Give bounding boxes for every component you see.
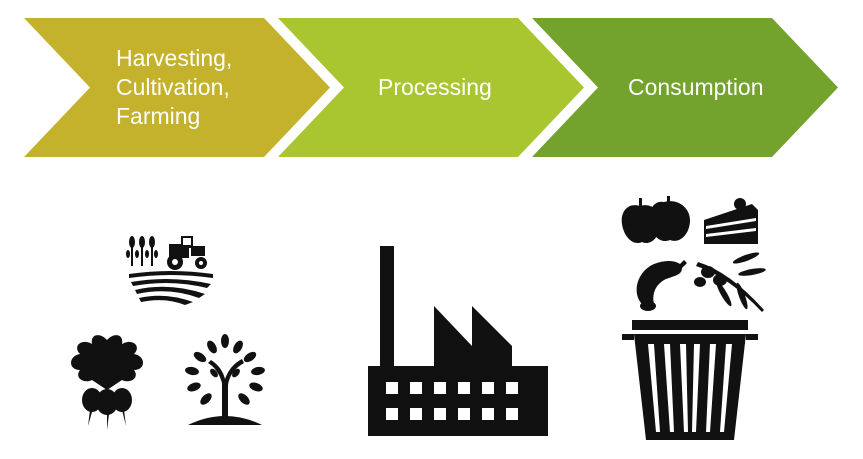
trash-bin-icon — [622, 320, 758, 440]
stage-harvesting-chevron: Harvesting, Cultivation, Farming — [24, 18, 344, 157]
stage-harvesting-label: Harvesting, Cultivation, Farming — [116, 18, 232, 157]
stage-processing-chevron: Processing — [278, 18, 598, 157]
stage-label-line: Cultivation, — [116, 74, 230, 100]
stage-label-line: Consumption — [628, 74, 764, 100]
beet-plant-icon — [71, 335, 143, 430]
stage-label-line: Farming — [116, 103, 201, 129]
cake-slice-icon — [704, 198, 758, 244]
chevron-shape — [24, 18, 330, 157]
olive-branch-icon — [694, 252, 766, 312]
chevron-shape — [532, 18, 838, 157]
apples-icon — [621, 196, 690, 244]
field-tractor-icon — [126, 236, 213, 305]
stage-processing-label: Processing — [378, 18, 492, 157]
tree-sapling-icon — [185, 334, 265, 425]
stage-label-line: Processing — [378, 74, 492, 100]
factory-icon — [368, 246, 548, 436]
stage-consumption-label: Consumption — [628, 18, 764, 157]
sausage-icon — [636, 260, 687, 311]
chevron-shape — [278, 18, 584, 157]
stage-consumption-chevron: Consumption — [532, 18, 852, 157]
stage-label-line: Harvesting, — [116, 45, 233, 71]
